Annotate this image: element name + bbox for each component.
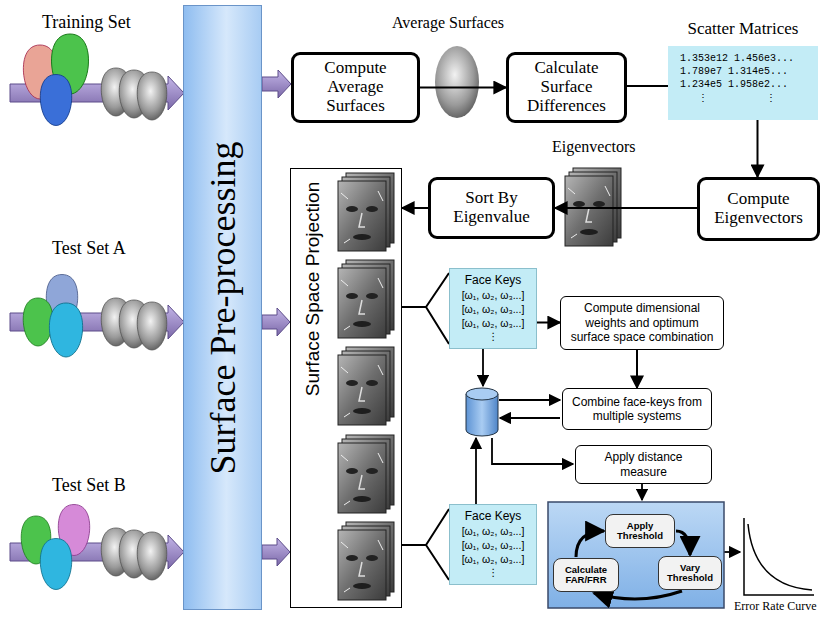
face-keys-box: Face Keys[ω₁, ω₂, ω₃...][ω₁, ω₂, ω₃...][… [449,268,537,349]
step-box: Apply distance measure [575,445,712,484]
face-keys-box: Face Keys[ω₁, ω₂, ω₃...][ω₁, ω₂, ω₃...][… [449,504,537,585]
projection-images [338,522,394,600]
data-flow-arrows [499,399,560,401]
projection-images [338,173,394,600]
step-box: Combine face-keys from multiple systems [562,388,712,430]
node-text: Vary Threshold [662,563,718,584]
node-text: ⋮ [698,93,708,104]
connector [594,591,682,599]
connector [420,87,506,89]
connector [402,207,428,209]
connector [757,120,759,177]
connector [537,322,560,324]
data-flow-arrows [724,551,740,553]
node-text: 1.789e7 1.314e5... [680,66,788,77]
node-text: Compute Average Surfaces [300,59,411,115]
face-scans [40,75,71,126]
node-text: Combine face-keys from multiple systems [569,395,705,424]
error-rate-curve [744,518,814,595]
loop-step: Calculate FAR/FRR [553,558,619,592]
node-text: Calculate FAR/FRR [557,565,615,586]
flow-arrow [262,70,291,98]
caption-label: Training Set [42,12,131,33]
node-text: [ω₁, ω₂, ω₃...] [462,303,525,317]
node-heading: Scatter Matrices [658,19,824,39]
connector [555,207,697,209]
connector [402,509,449,580]
input-arrows [10,76,184,569]
node-text: ⋮ [488,566,499,580]
scatter-matrix: Scatter Matrices1.353e12 1.456e3...1.789… [668,46,818,120]
face-scans [23,298,53,346]
face-scans [21,34,167,590]
node-text: [ω₁, ω₂, ω₃...] [462,539,525,553]
face-scans [137,302,167,350]
connector [402,273,449,344]
node-text: Apply distance measure [582,450,705,479]
caption-label: Test Set B [52,475,126,496]
node-text: [ω₁, ω₂, ω₃...] [462,289,525,303]
data-flow-arrows [500,417,560,419]
process-box: Sort By Eigenvalue [428,177,555,239]
database-cylinder [466,388,498,400]
process-box: Compute Eigenvectors [697,177,820,241]
projection-panel: Surface Space Projection [290,168,402,608]
caption-label: Eigenvectors [552,138,636,156]
data-flow-arrows [641,484,643,500]
node-text: 1.353e12 1.456e3... [680,53,794,64]
loop-step: Apply Threshold [605,514,675,548]
connector [636,350,638,388]
node-text: Calculate Surface Differences [515,59,618,115]
connector [627,85,668,87]
average-surface-image [435,46,479,118]
node-text: 1.234e5 1.958e2... [680,79,788,90]
error-rate-curve [744,518,814,595]
error-rate-curve [748,524,812,590]
face-scans [137,72,167,120]
node-heading: Face Keys [465,509,522,523]
database-cylinder [466,388,498,436]
node-text: [ω₁, ω₂, ω₃...] [462,525,525,539]
process-box: Calculate Surface Differences [506,52,627,123]
threshold-loop-panel [548,502,724,608]
node-text: [ω₁, ω₂, ω₃...] [462,317,525,331]
node-text: ⋮ [488,330,499,344]
node-text: Sort By Eigenvalue [437,189,546,226]
preprocessing-band: Surface Pre-processing [183,5,262,610]
node-text: ⋮ [766,93,776,104]
caption-label: Test Set A [52,238,126,259]
node-text: Surface Pre-processing [202,141,244,474]
data-flow-arrows [482,349,484,386]
projection-images [338,173,394,251]
step-box: Compute dimensional weights and optimum … [560,296,724,350]
node-text: [ω₁, ω₂, ω₃...] [462,553,525,567]
node-text: Compute Eigenvectors [706,190,811,227]
connector [576,531,604,557]
data-flow-arrows [475,438,477,504]
node-heading: Face Keys [465,273,522,287]
face-scans [137,532,167,580]
process-box: Compute Average Surfaces [291,52,420,123]
caption-label: Average Surfaces [392,14,504,32]
face-scans [40,539,71,590]
node-text: Compute dimensional weights and optimum … [567,301,717,344]
node-text: Apply Threshold [609,521,671,542]
caption-label: Error Rate Curve [734,599,817,614]
projection-images [338,260,394,338]
projection-images [338,347,394,425]
loop-step: Vary Threshold [658,556,722,590]
face-scans [49,303,82,357]
flow-arrow [262,308,290,336]
projection-images [338,435,394,513]
connector [676,531,690,555]
node-text: Surface Space Projection [302,182,324,396]
flow-arrow [262,538,290,566]
data-flow-arrows [492,438,573,464]
